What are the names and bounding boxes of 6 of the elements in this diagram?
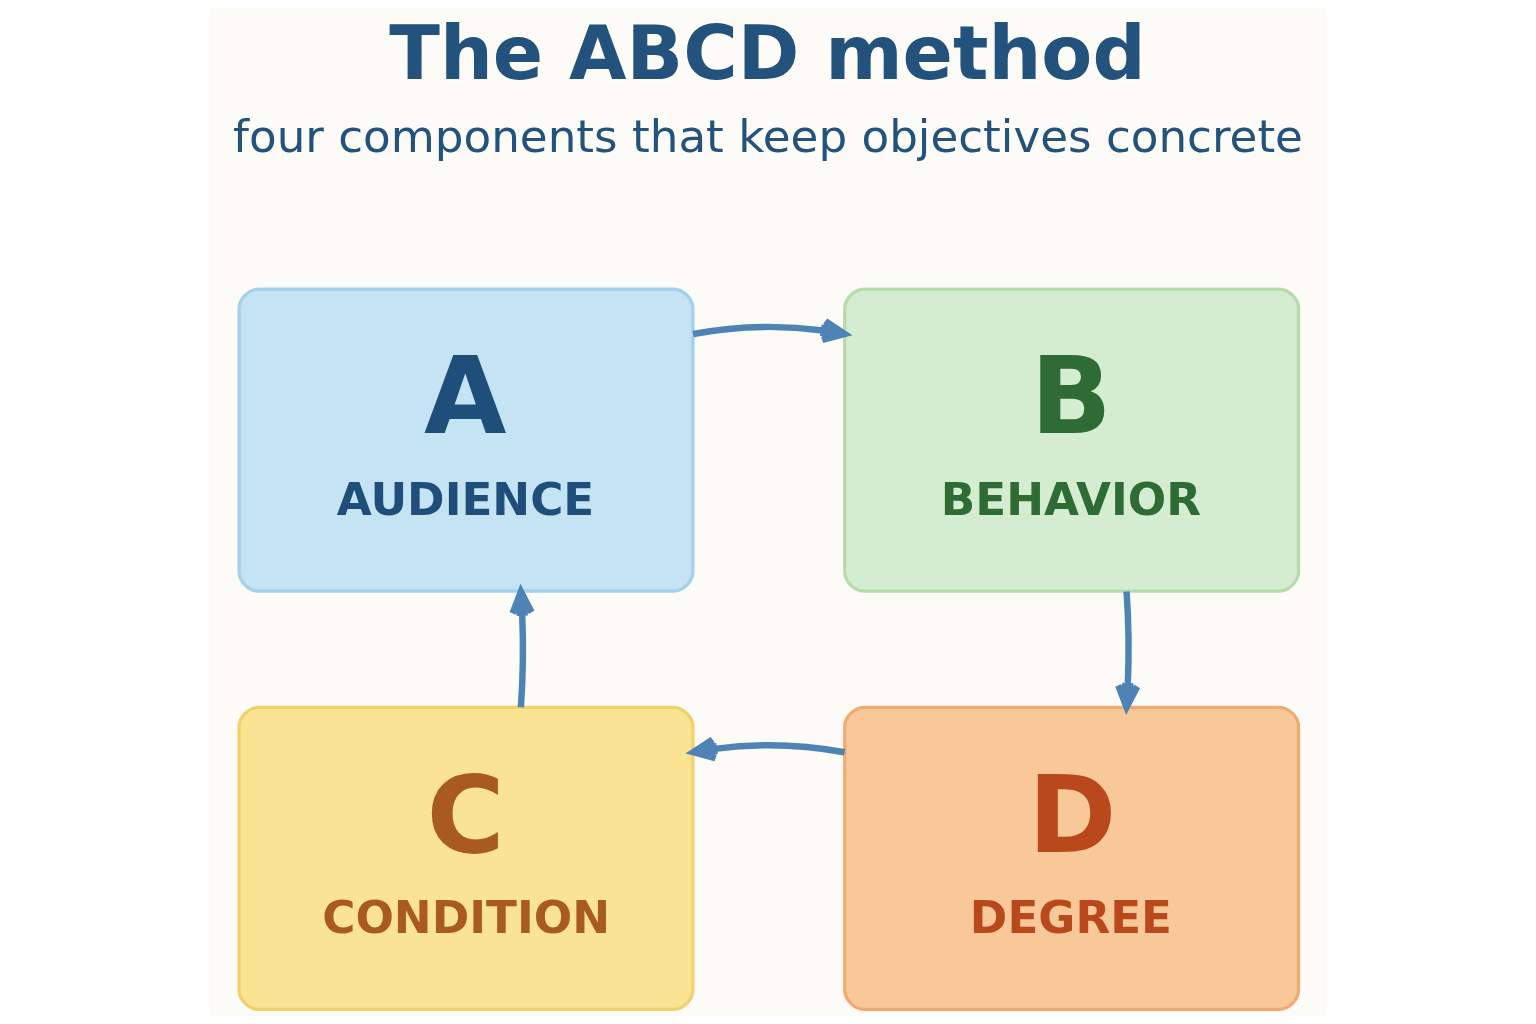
label: four components that keep objectives concrete (233, 110, 1303, 164)
node-box: D DEGREE (843, 705, 1301, 1012)
node-box: A AUDIENCE (237, 287, 695, 593)
node-box: C CONDITION (237, 705, 695, 1012)
node-box: B BEHAVIOR (843, 287, 1301, 593)
diagram-title: The ABCD method (389, 9, 1146, 97)
